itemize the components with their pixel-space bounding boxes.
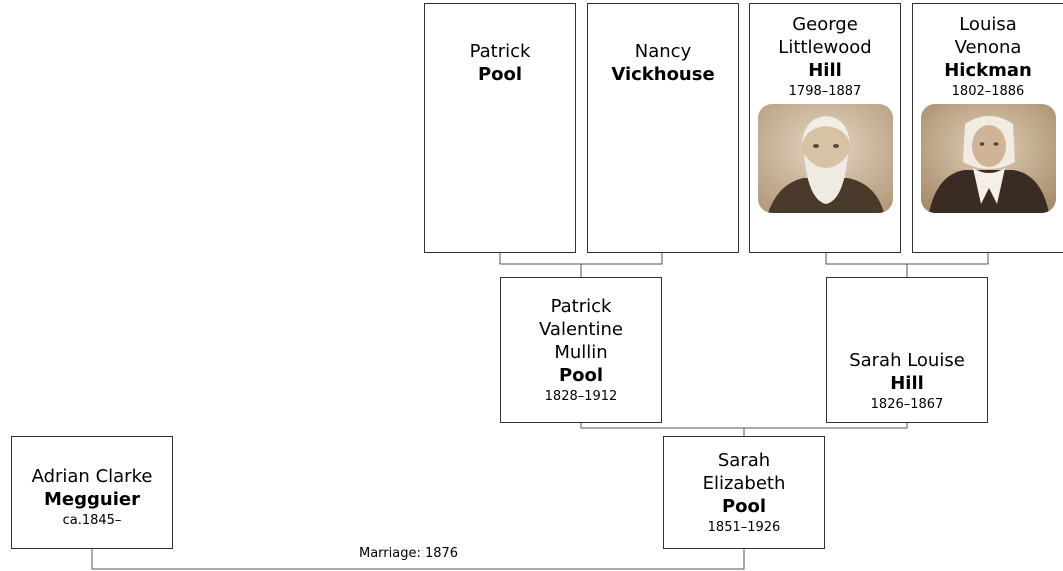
life-dates: 1828–1912 [544, 388, 618, 404]
life-dates: 1798–1887 [788, 84, 862, 99]
given-name-2: Elizabeth [702, 472, 786, 494]
person-card-sarah-elizabeth-pool[interactable]: Sarah Elizabeth Pool 1851–1926 [663, 436, 825, 549]
given-name: Nancy [634, 41, 692, 62]
given-name-2: Littlewood [778, 37, 872, 58]
given-name-1: Sarah [717, 449, 771, 471]
surname: Pool [477, 64, 523, 85]
person-card-patrick-valentine-pool[interactable]: Patrick Valentine Mullin Pool 1828–1912 [500, 277, 662, 423]
surname: Pool [721, 495, 767, 517]
life-dates: 1802–1886 [951, 84, 1025, 99]
man-portrait-image [757, 104, 893, 213]
person-card-nancy-vickhouse[interactable]: Nancy Vickhouse [587, 3, 739, 253]
life-dates: 1826–1867 [870, 397, 944, 412]
portrait-photo[interactable] [757, 104, 893, 213]
marriage-label: Marriage: 1876 [356, 546, 462, 562]
given-name-2: Venona [954, 37, 1022, 58]
surname: Hickman [944, 60, 1032, 81]
surname: Pool [558, 364, 604, 386]
given-name-1: George [792, 14, 858, 35]
portrait-photo[interactable] [920, 104, 1056, 213]
given-name: Patrick [469, 41, 531, 62]
person-card-george-hill[interactable]: George Littlewood Hill 1798–1887 [749, 3, 901, 253]
surname: Vickhouse [611, 64, 715, 85]
given-name-3: Mullin [554, 341, 608, 363]
person-card-adrian-megguier[interactable]: Adrian Clarke Megguier ca.1845– [11, 436, 173, 549]
life-dates: ca.1845– [62, 513, 122, 528]
person-card-patrick-pool[interactable]: Patrick Pool [424, 3, 576, 253]
given-name: Sarah Louise [849, 350, 965, 371]
person-card-sarah-louise-hill[interactable]: Sarah Louise Hill 1826–1867 [826, 277, 988, 423]
given-name-1: Patrick [550, 295, 612, 317]
surname: Megguier [44, 489, 140, 510]
given-name-2: Valentine [539, 318, 623, 340]
surname: Hill [890, 373, 924, 394]
woman-portrait-image [920, 104, 1056, 213]
surname: Hill [808, 60, 842, 81]
given-name: Adrian Clarke [31, 466, 153, 487]
person-card-louisa-hickman[interactable]: Louisa Venona Hickman 1802–1886 [912, 3, 1063, 253]
given-name-1: Louisa [959, 14, 1017, 35]
life-dates: 1851–1926 [707, 519, 781, 535]
